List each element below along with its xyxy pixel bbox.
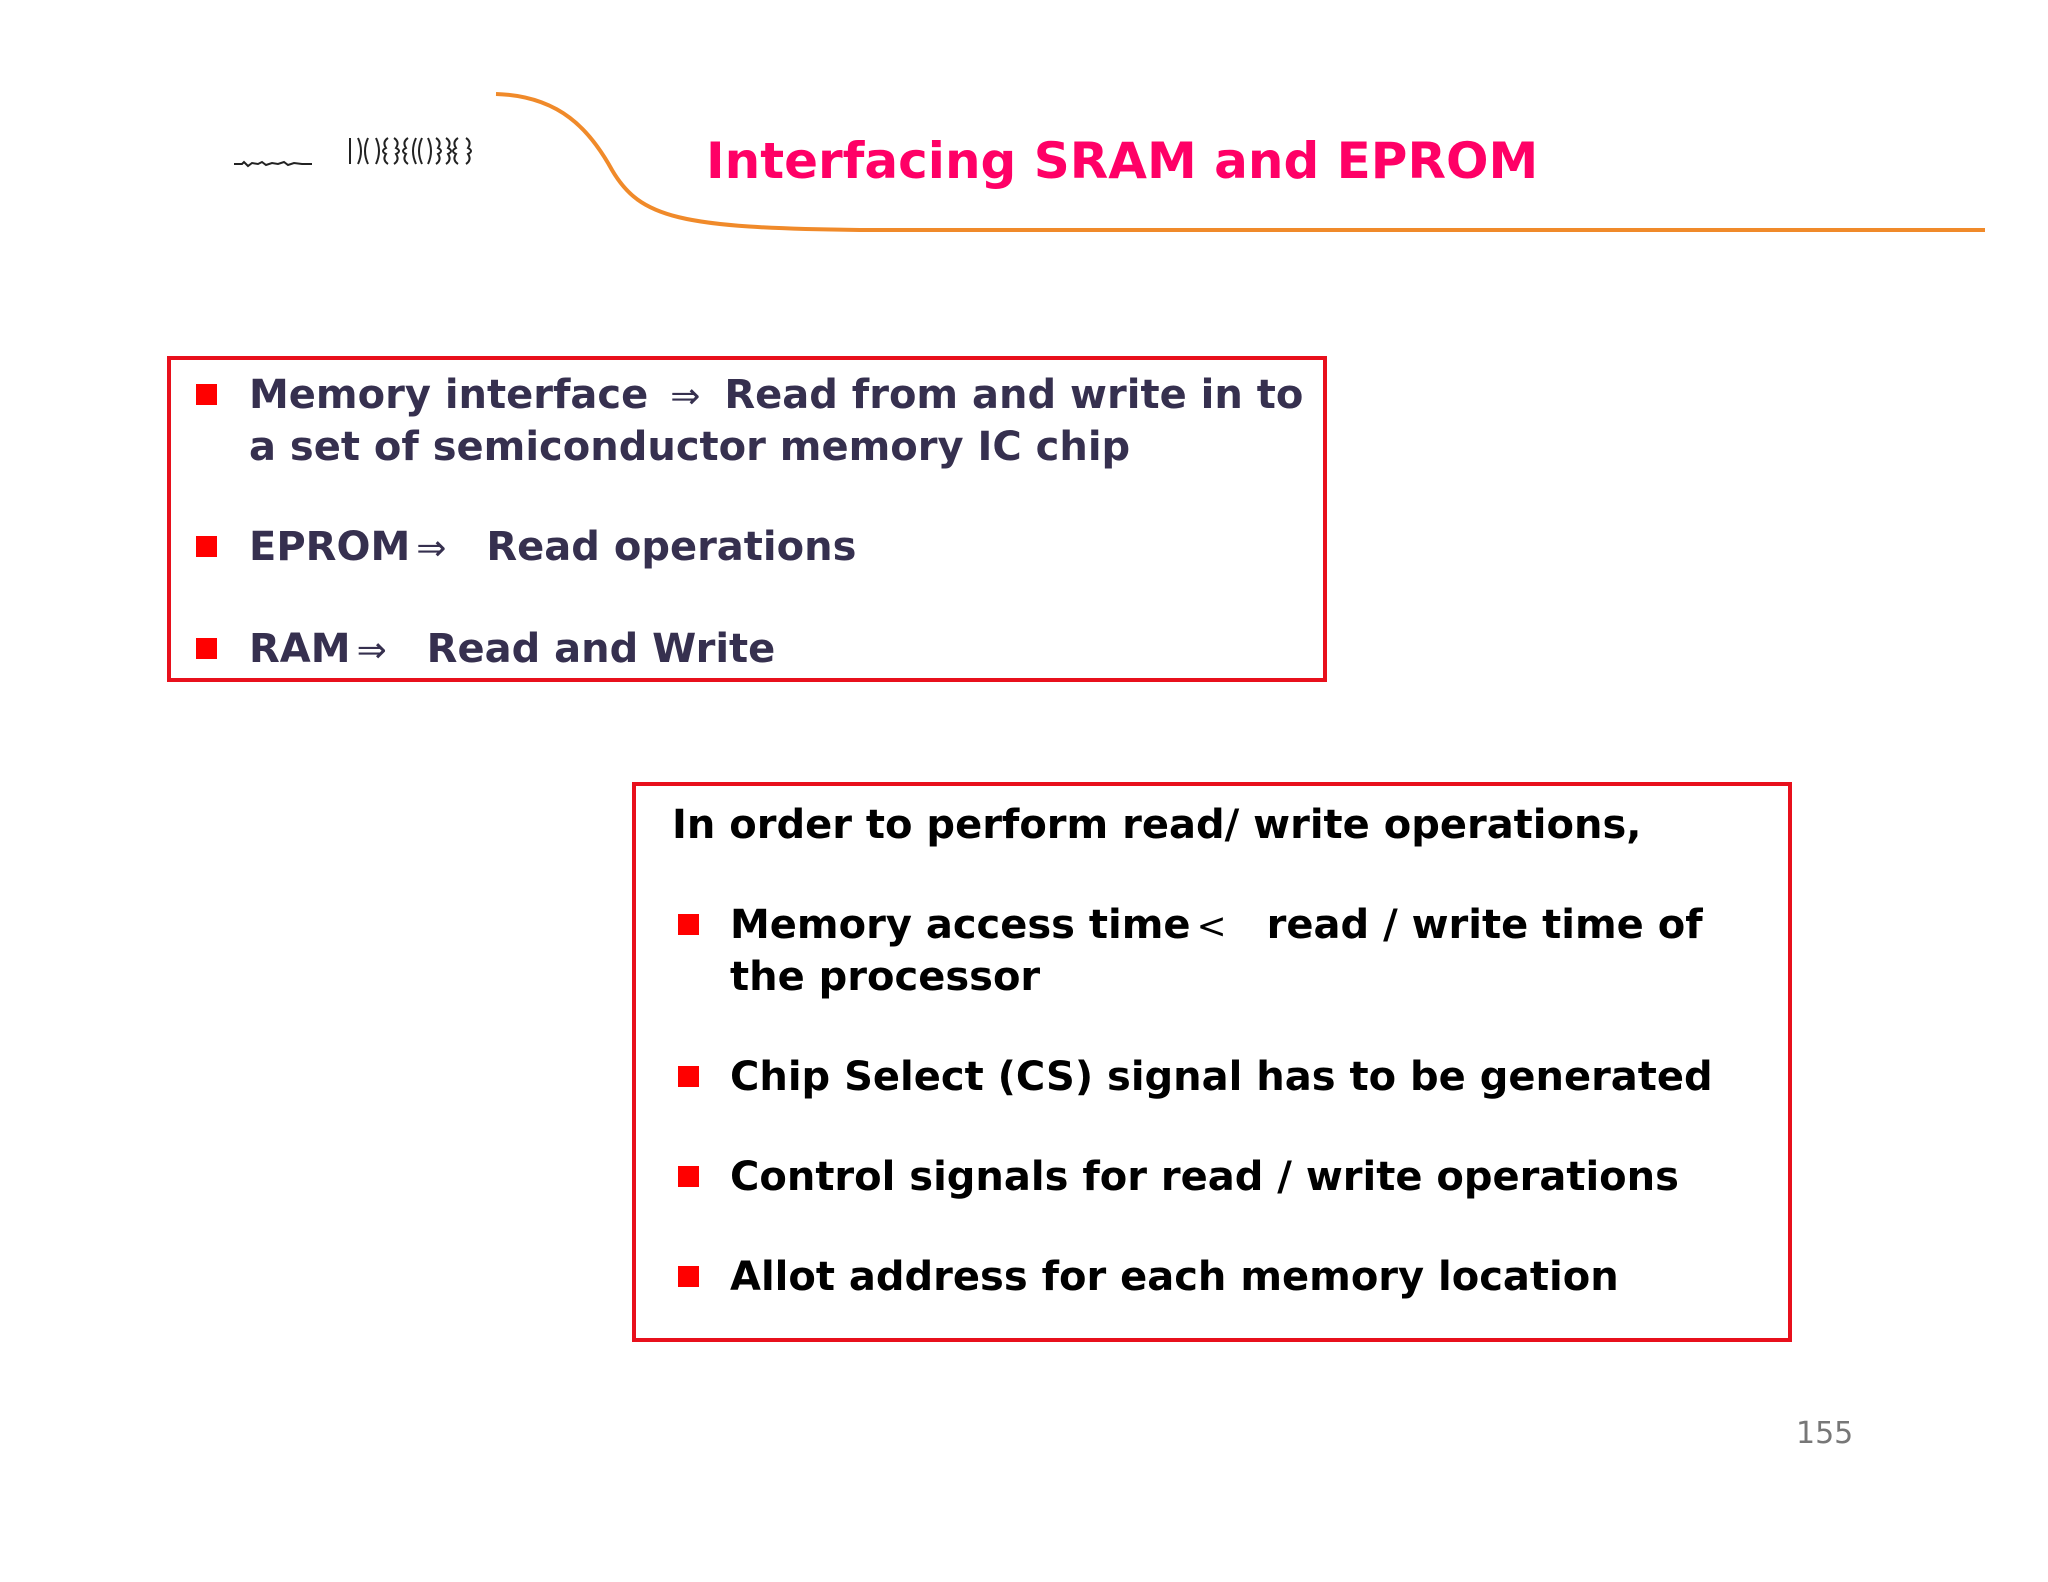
square-bullet-icon	[678, 914, 699, 935]
square-bullet-icon	[678, 1166, 699, 1187]
item-text: Read from and write in to a set of semic…	[249, 372, 1304, 470]
square-bullet-icon	[196, 536, 217, 557]
square-bullet-icon	[678, 1066, 699, 1087]
item-text: read / write time of the processor	[730, 902, 1703, 1000]
item-term: RAM	[249, 626, 351, 672]
item-term: Memory interface	[249, 372, 649, 418]
list-item: EPROM⇒ Read operations	[171, 522, 1321, 574]
requirements-intro: In order to perform read/ write operatio…	[672, 802, 1642, 848]
page-title: Interfacing SRAM and EPROM	[706, 132, 1539, 190]
item-text: Allot address for each memory location	[730, 1254, 1619, 1300]
square-bullet-icon	[196, 638, 217, 659]
item-text: Read operations	[486, 524, 857, 570]
implies-arrow-icon: ⇒	[416, 528, 447, 569]
square-bullet-icon	[678, 1266, 699, 1287]
item-text: Chip Select (CS) signal has to be genera…	[730, 1054, 1713, 1100]
definitions-list: Memory interface ⇒ Read from and write in…	[171, 370, 1321, 676]
square-bullet-icon	[196, 384, 217, 405]
list-item: RAM⇒ Read and Write	[171, 624, 1321, 676]
header-curve	[495, 92, 1985, 232]
requirements-list: Memory access time< read / write time of…	[636, 900, 1786, 1302]
less-than-icon: <	[1196, 906, 1227, 947]
logo-icon	[234, 137, 472, 168]
page-number: 155	[1796, 1416, 1854, 1451]
item-term: Memory access time	[730, 902, 1191, 948]
item-text: Read and Write	[426, 626, 776, 672]
list-item: Memory access time< read / write time of…	[636, 900, 1786, 1002]
item-text: Control signals for read / write operati…	[730, 1154, 1679, 1200]
item-term: EPROM	[249, 524, 411, 570]
definitions-box: Memory interface ⇒ Read from and write in…	[167, 356, 1327, 682]
implies-arrow-icon: ⇒	[670, 376, 701, 417]
list-item: Memory interface ⇒ Read from and write in…	[171, 370, 1321, 472]
list-item: Control signals for read / write operati…	[636, 1152, 1786, 1202]
implies-arrow-icon: ⇒	[356, 630, 387, 671]
list-item: Allot address for each memory location	[636, 1252, 1786, 1302]
list-item: Chip Select (CS) signal has to be genera…	[636, 1052, 1786, 1102]
requirements-box: In order to perform read/ write operatio…	[632, 782, 1792, 1342]
